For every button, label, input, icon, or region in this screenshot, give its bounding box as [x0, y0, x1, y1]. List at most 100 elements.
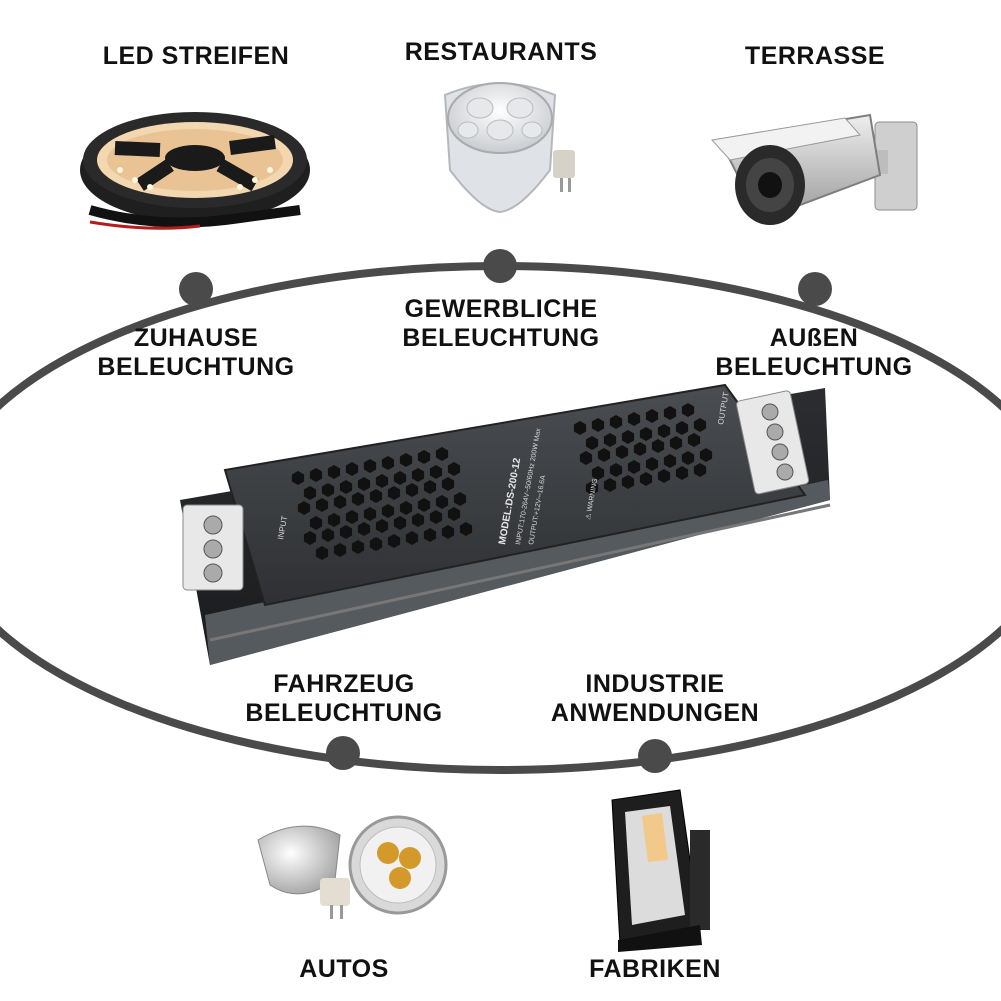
- vent-hole: [387, 534, 401, 548]
- vent-hole: [621, 475, 635, 489]
- vent-hole: [393, 471, 407, 485]
- spotlight-bulb-icon: [443, 82, 575, 214]
- power-supply-unit: MODEL:DS-200-12 INPUT:170-264V~50/60Hz 2…: [180, 383, 831, 665]
- vent-hole: [639, 427, 653, 441]
- vent-hole: [675, 421, 689, 435]
- ring-node-vehicle: [326, 736, 360, 770]
- vent-hole: [387, 486, 401, 500]
- vent-hole: [669, 436, 683, 450]
- vent-hole: [441, 525, 455, 539]
- label-factories: FABRIKEN: [589, 955, 721, 983]
- vent-hole: [585, 436, 599, 450]
- vent-hole: [597, 448, 611, 462]
- vent-hole: [411, 468, 425, 482]
- vent-hole: [699, 448, 713, 462]
- vent-hole: [663, 406, 677, 420]
- vent-hole: [321, 483, 335, 497]
- vent-hole: [687, 433, 701, 447]
- vent-hole: [645, 457, 659, 471]
- vent-hole: [645, 409, 659, 423]
- vent-hole: [627, 460, 641, 474]
- vent-hole: [657, 469, 671, 483]
- vent-hole: [591, 418, 605, 432]
- vent-hole: [321, 528, 335, 542]
- vent-hole: [309, 468, 323, 482]
- vent-hole: [393, 516, 407, 530]
- vent-hole: [303, 486, 317, 500]
- vent-hole: [345, 510, 359, 524]
- vent-hole: [609, 463, 623, 477]
- vent-hole: [591, 466, 605, 480]
- vent-hole: [399, 501, 413, 515]
- vent-hole: [441, 477, 455, 491]
- vent-hole: [693, 418, 707, 432]
- led-strip-icon: [80, 112, 310, 230]
- vent-hole: [675, 466, 689, 480]
- ring-node-industry: [638, 739, 672, 773]
- vent-hole: [297, 501, 311, 515]
- vent-hole: [615, 445, 629, 459]
- vent-hole: [327, 465, 341, 479]
- vent-hole: [351, 492, 365, 506]
- vent-hole: [693, 463, 707, 477]
- vent-hole: [681, 451, 695, 465]
- vent-hole: [417, 450, 431, 464]
- vent-hole: [429, 510, 443, 524]
- vent-hole: [447, 507, 461, 521]
- vent-hole: [657, 424, 671, 438]
- vent-hole: [423, 480, 437, 494]
- vent-hole: [375, 519, 389, 533]
- vent-hole: [345, 462, 359, 476]
- ring-node-outdoor: [798, 272, 832, 306]
- ring-node-commercial: [483, 249, 517, 283]
- vent-hole: [339, 525, 353, 539]
- vent-hole: [627, 412, 641, 426]
- vent-hole: [357, 522, 371, 536]
- vent-hole: [339, 480, 353, 494]
- label-cars: AUTOS: [299, 955, 389, 983]
- vent-hole: [369, 489, 383, 503]
- vent-hole: [315, 498, 329, 512]
- vent-hole: [315, 546, 329, 560]
- vent-hole: [411, 513, 425, 527]
- vent-hole: [291, 471, 305, 485]
- vent-hole: [363, 459, 377, 473]
- security-camera-icon: [711, 113, 918, 225]
- vent-hole: [375, 474, 389, 488]
- vent-hole: [651, 439, 665, 453]
- vent-hole: [663, 454, 677, 468]
- vent-hole: [435, 447, 449, 461]
- vent-hole: [357, 477, 371, 491]
- label-restaurants: RESTAURANTS: [404, 38, 598, 66]
- ring-node-home: [179, 272, 213, 306]
- vent-hole: [573, 421, 587, 435]
- vent-hole: [381, 456, 395, 470]
- vent-hole: [381, 504, 395, 518]
- vent-hole: [303, 531, 317, 545]
- vent-hole: [327, 513, 341, 527]
- floodlight-icon: [611, 789, 710, 952]
- psu-input-tag: INPUT: [276, 515, 289, 540]
- vent-hole: [579, 451, 593, 465]
- vent-hole: [609, 415, 623, 429]
- vent-hole: [351, 540, 365, 554]
- vent-hole: [603, 433, 617, 447]
- vent-hole: [405, 531, 419, 545]
- vent-hole: [633, 442, 647, 456]
- vent-hole: [363, 507, 377, 521]
- vent-hole: [459, 522, 473, 536]
- vent-hole: [333, 495, 347, 509]
- vent-hole: [405, 483, 419, 497]
- vent-hole: [603, 478, 617, 492]
- car-bulbs-icon: [257, 815, 448, 919]
- vent-hole: [429, 465, 443, 479]
- vent-hole: [453, 492, 467, 506]
- vent-hole: [369, 537, 383, 551]
- vent-hole: [585, 481, 599, 495]
- label-led-strips: LED STREIFEN: [102, 42, 290, 70]
